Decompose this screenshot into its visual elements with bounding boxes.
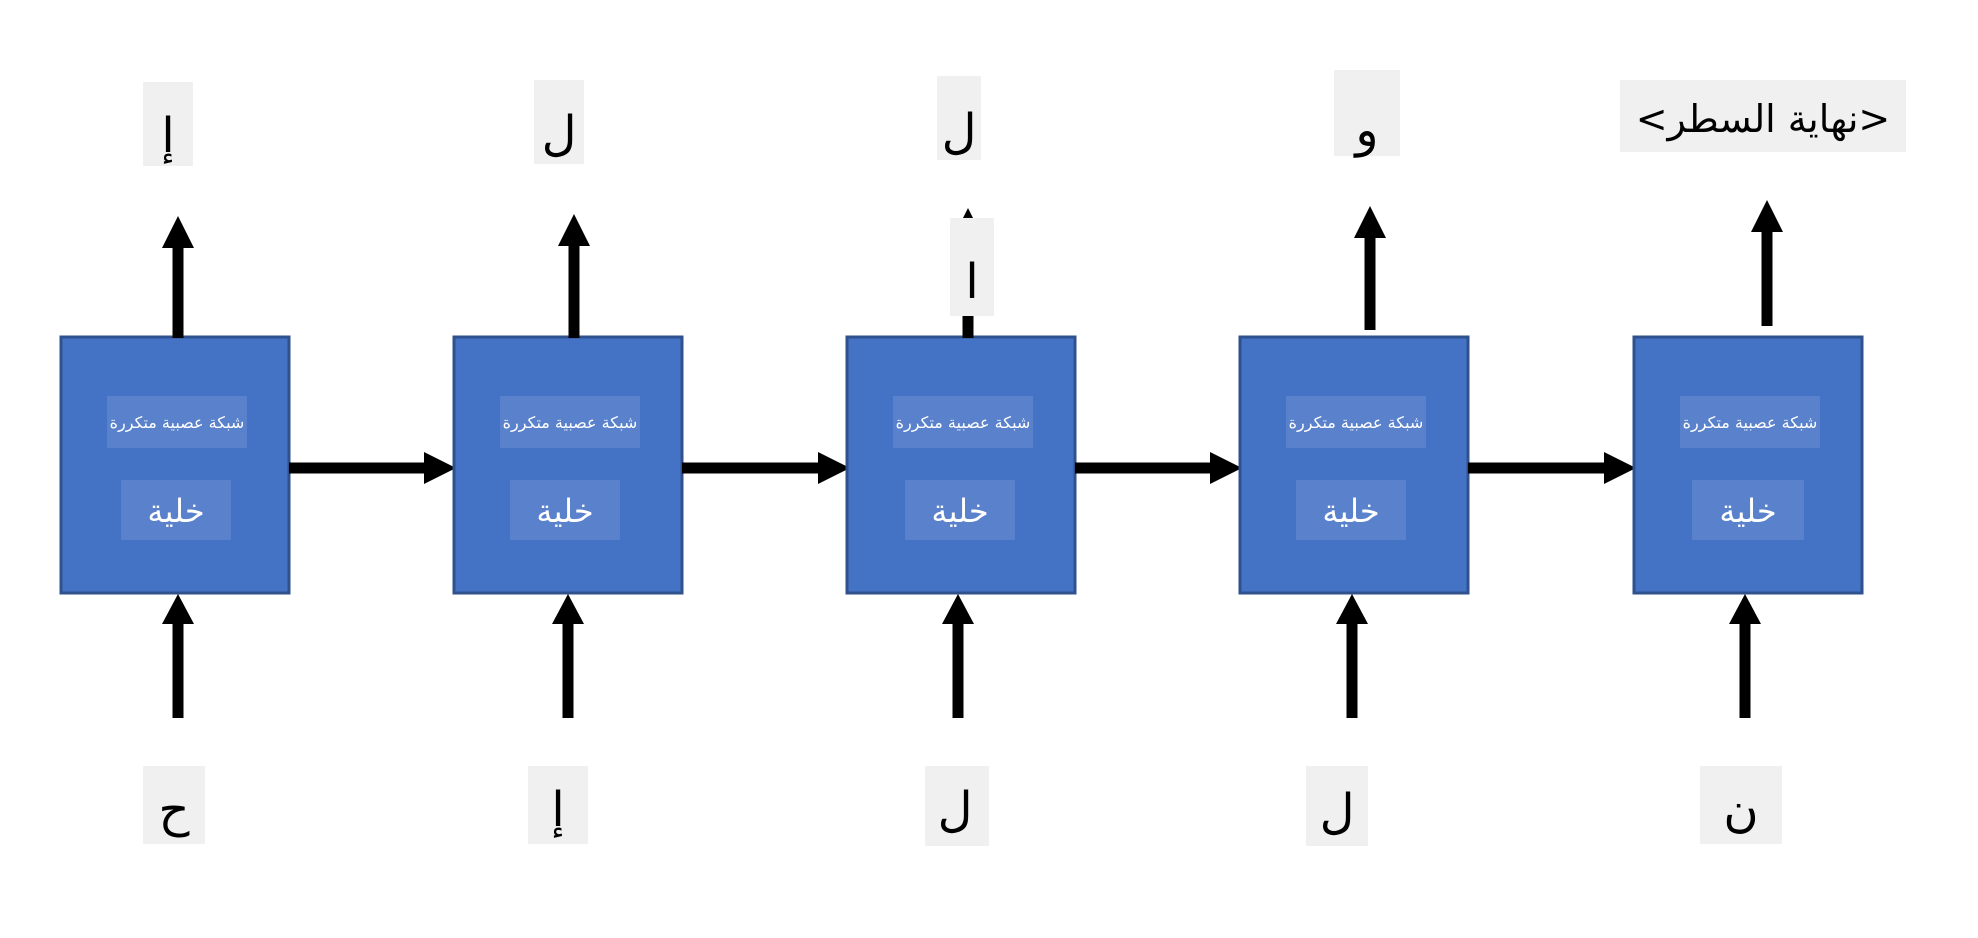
output-char-3: ل (937, 76, 981, 160)
output-char: و (1353, 102, 1378, 158)
cell-box (1632, 335, 1864, 595)
input-char: ل (938, 782, 973, 838)
input-arrow-4 (1336, 594, 1368, 718)
cell-box (59, 335, 291, 595)
output-arrow-1 (162, 216, 194, 338)
output-char-4: و (1334, 70, 1400, 158)
output-char: ل (942, 104, 977, 160)
hidden-arrow-3-4 (1075, 452, 1242, 484)
network-label-patch (107, 396, 247, 448)
cell-label: خلية (1719, 492, 1776, 530)
output-arrow-5 (1751, 200, 1783, 326)
network-label: شبكة عصبية متكررة (503, 413, 638, 433)
network-label-patch (1680, 396, 1820, 448)
network-label-patch (1286, 396, 1426, 448)
cell-label-patch (1692, 480, 1804, 540)
input-char: إ (551, 782, 564, 838)
rnn-cell-2: شبكة عصبية متكررة خلية (452, 335, 684, 595)
cell-label-patch (1296, 480, 1406, 540)
input-char: ن (1723, 782, 1758, 838)
cell-box (845, 335, 1077, 595)
output-char-2: ل (534, 80, 584, 164)
network-label: شبكة عصبية متكررة (896, 413, 1031, 433)
cell-box (1238, 335, 1470, 595)
output-arrow-2 (558, 214, 590, 338)
network-label-patch (500, 396, 640, 448)
output-char-5: <نهاية السطر> (1620, 80, 1906, 152)
hidden-arrow-1-2 (289, 452, 456, 484)
hidden-arrow-2-3 (682, 452, 850, 484)
input-arrow-1 (162, 594, 194, 718)
output-char-3-secondary: ا (950, 218, 994, 316)
cell-label: خلية (1322, 492, 1379, 530)
output-char-1: إ (143, 82, 193, 166)
cell-label: خلية (147, 492, 204, 530)
rnn-cell-4: شبكة عصبية متكررة خلية (1238, 335, 1470, 595)
output-char-secondary: ا (965, 254, 978, 310)
network-label: شبكة عصبية متكررة (1683, 413, 1818, 433)
input-char-1: ح (143, 766, 205, 844)
input-char: ل (1320, 784, 1355, 840)
output-char: ل (542, 106, 577, 162)
output-arrow-4 (1354, 206, 1386, 330)
cell-label: خلية (536, 492, 593, 530)
end-of-line-token: <نهاية السطر> (1636, 97, 1891, 142)
hidden-arrow-4-5 (1468, 452, 1636, 484)
input-arrow-5 (1729, 594, 1761, 718)
network-label-patch (893, 396, 1033, 448)
input-char-2: إ (528, 766, 588, 844)
cell-label-patch (905, 480, 1015, 540)
cell-label: خلية (931, 492, 988, 530)
output-char: إ (161, 108, 174, 164)
input-arrow-2 (552, 594, 584, 718)
input-char-3: ل (925, 766, 989, 846)
input-char-4: ل (1306, 766, 1368, 846)
cell-label-patch (510, 480, 620, 540)
input-arrow-3 (942, 594, 974, 718)
network-label: شبكة عصبية متكررة (1289, 413, 1424, 433)
rnn-cell-5: شبكة عصبية متكررة خلية (1632, 335, 1864, 595)
input-char: ح (159, 782, 190, 838)
rnn-cell-3: شبكة عصبية متكررة خلية (845, 335, 1077, 595)
rnn-cell-1: شبكة عصبية متكررة خلية (59, 335, 291, 595)
cell-box (452, 335, 684, 595)
input-char-5: ن (1700, 766, 1782, 844)
cell-label-patch (121, 480, 231, 540)
network-label: شبكة عصبية متكررة (110, 413, 245, 433)
